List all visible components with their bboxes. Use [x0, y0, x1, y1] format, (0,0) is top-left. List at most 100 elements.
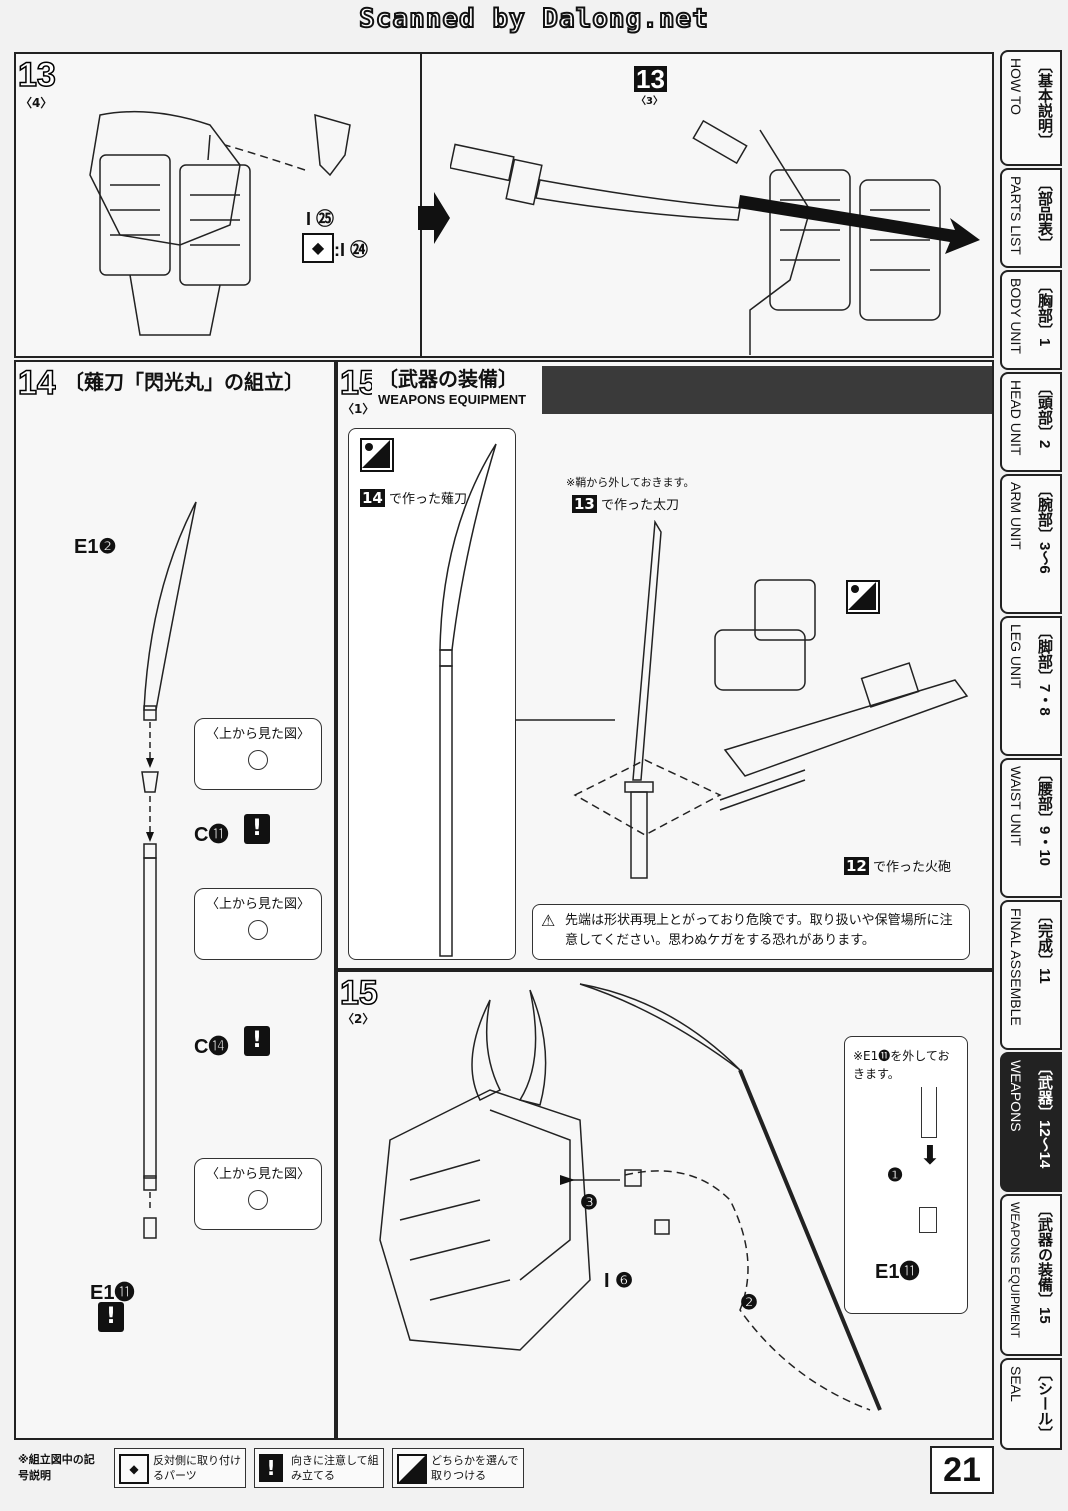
tab-label-en: WAIST UNIT: [1008, 766, 1024, 847]
tab-label-jp: 〔脚部〕7・8: [1036, 624, 1053, 716]
step15b-arrow-2: ❷: [740, 1292, 758, 1314]
step15a-naginata-label: で作った薙刀: [389, 492, 468, 507]
step13-sword-ref: 13: [634, 64, 667, 94]
caution-icon: !: [98, 1302, 124, 1332]
tab-label-en: SEAL: [1008, 1366, 1024, 1402]
step-ref-badge: 13: [572, 495, 597, 513]
step15a-tachi-drawing: [515, 520, 969, 890]
step15a-title-jp: 〔武器の装備〕: [378, 367, 518, 391]
step15b-detail-part-top: [921, 1087, 937, 1138]
step15a-title-en: WEAPONS EQUIPMENT: [378, 392, 527, 407]
tab-label-jp: 〔頭部〕2: [1036, 380, 1053, 449]
banner-text: Scanned by Dalong.net: [358, 3, 709, 35]
step14-callout-1: 〈上から見た図〉: [194, 718, 322, 790]
step14-callout-text: 〈上から見た図〉: [205, 727, 310, 742]
legend-text: どちらかを選んで取りつける: [431, 1454, 519, 1482]
tab-label-en: ARM UNIT: [1008, 482, 1024, 550]
step13-sub: 〈4〉: [20, 96, 53, 110]
scan-banner: Scanned by Dalong.net: [0, 0, 1068, 38]
step14-callout-3: 〈上から見た図〉: [194, 1158, 322, 1230]
step13-part-alt: :I ㉔: [334, 240, 368, 260]
tab-label-en: HEAD UNIT: [1008, 380, 1024, 456]
step15b-detail-part-bottom: [919, 1207, 937, 1233]
step14-title-text: 〔薙刀「閃光丸」の組立〕: [64, 370, 304, 394]
step15a-naginata-box: [348, 428, 516, 960]
step13-panel: [14, 52, 994, 358]
step13-number: 13: [17, 56, 56, 94]
tab-label-en: FINAL ASSEMBLE: [1008, 908, 1024, 1026]
step15a-title: 〔武器の装備〕 WEAPONS EQUIPMENT: [372, 366, 548, 414]
legend-text: 反対側に取り付けるパーツ: [153, 1454, 241, 1482]
swap-icon: ◆: [302, 233, 334, 263]
step15b-remove-note: ※E1⓫を外しておきます。: [853, 1049, 950, 1081]
tab-leg-unit[interactable]: 〔脚部〕7・8 LEG UNIT: [1000, 616, 1062, 756]
top-view-icon: [248, 750, 268, 770]
step14-callout-2: 〈上から見た図〉: [194, 888, 322, 960]
arrow-down-icon: ⬇: [919, 1141, 941, 1171]
tab-label-jp: 〔完成〕11: [1036, 908, 1053, 984]
step13-part-main: I ㉕: [306, 209, 335, 229]
tab-label-jp: 〔基本説明〕: [1036, 58, 1053, 148]
choice-icon: [846, 580, 880, 614]
caution-icon: !: [244, 814, 270, 844]
tab-seal[interactable]: 〔シール〕 SEAL: [1000, 1358, 1062, 1450]
legend-item-swap: ◆ 反対側に取り付けるパーツ: [114, 1448, 246, 1488]
step15b-arrow-3: ❸: [580, 1192, 598, 1214]
tab-waist-unit[interactable]: 〔腰部〕9・10 WAIST UNIT: [1000, 758, 1062, 898]
legend-text: 向きに注意して組み立てる: [291, 1454, 379, 1482]
tab-label-jp: 〔腰部〕9・10: [1036, 766, 1053, 867]
tab-label-jp: 〔部品表〕: [1036, 176, 1053, 251]
step15b-part-i6: I ❻: [604, 1270, 634, 1292]
tab-label-jp: 〔シール〕: [1036, 1366, 1053, 1441]
page-number: 21: [930, 1446, 994, 1494]
step14-naginata-parts: [141, 501, 197, 1239]
step15a-header-bar: [542, 366, 992, 414]
legend-item-choice: どちらかを選んで取りつける: [392, 1448, 524, 1488]
step14-title: 〔薙刀「閃光丸」の組立〕: [56, 366, 312, 398]
step15a-cannon-label: で作った火砲: [873, 860, 952, 875]
tab-label-en: BODY UNIT: [1008, 278, 1024, 354]
step15b-detail-box: ※E1⓫を外しておきます。 ⬇ ❶ E1⓫: [844, 1036, 968, 1314]
step15a-sub: 〈1〉: [342, 402, 375, 416]
tab-arm-unit[interactable]: 〔腕部〕3〜6 ARM UNIT: [1000, 474, 1062, 614]
step14-part-e1-2: E1❷: [74, 536, 117, 558]
step15b-illustration: [379, 983, 882, 1411]
tab-label-en: WEAPONS: [1008, 1060, 1024, 1132]
choice-icon: [360, 438, 394, 472]
step14-part-e1-11: E1⓫: [90, 1282, 135, 1304]
step15a-tachi-label: で作った太刀: [601, 498, 680, 513]
step15b-number: 15: [339, 974, 378, 1012]
tab-final-assemble[interactable]: 〔完成〕11 FINAL ASSEMBLE: [1000, 900, 1062, 1050]
step13-divider: [420, 52, 422, 358]
tab-body-unit[interactable]: 〔胸部〕1 BODY UNIT: [1000, 270, 1062, 370]
tab-how-to[interactable]: 〔基本説明〕 HOW TO: [1000, 50, 1062, 166]
warning-triangle-icon: ⚠: [541, 911, 556, 930]
legend-item-caution: ! 向きに注意して組み立てる: [254, 1448, 384, 1488]
top-view-icon: [248, 920, 268, 940]
caution-icon: !: [259, 1454, 283, 1482]
step15a-cannon-ref: 12 で作った火砲: [844, 856, 951, 875]
step14-part-c14: C⓮: [194, 1036, 229, 1058]
legend-title: ※組立図中の記号説明: [18, 1453, 95, 1482]
tab-label-en: WEAPONS EQUIPMENT: [1008, 1202, 1022, 1339]
caution-icon: !: [244, 1026, 270, 1056]
tab-label-en: HOW TO: [1008, 58, 1024, 116]
tab-label-jp: 〔胸部〕1: [1036, 278, 1053, 347]
tab-label-jp: 〔腕部〕3〜6: [1036, 482, 1053, 574]
step15b-detail-part-e1: E1⓫: [875, 1261, 920, 1283]
step15a-caution-box: ⚠ 先端は形状再現上とがっており危険です。取り扱いや保管場所に注意してください。…: [532, 904, 970, 960]
step14-part-c11: C⓫: [194, 824, 229, 846]
step14-callout-text: 〈上から見た図〉: [205, 897, 310, 912]
tab-label-en: LEG UNIT: [1008, 624, 1024, 689]
step15a-naginata-drawing: [439, 443, 497, 957]
step15a-tachi-ref: 13 で作った太刀: [572, 494, 679, 513]
tab-head-unit[interactable]: 〔頭部〕2 HEAD UNIT: [1000, 372, 1062, 472]
tab-parts-list[interactable]: 〔部品表〕PARTS LIST: [1000, 168, 1062, 268]
step15b-sub: 〈2〉: [342, 1012, 375, 1026]
step-ref-badge: 14: [360, 489, 385, 507]
swap-icon: ◆: [119, 1454, 149, 1484]
step14-callout-text: 〈上から見た図〉: [205, 1167, 310, 1182]
step15b-detail-arrow-1: ❶: [887, 1165, 904, 1185]
